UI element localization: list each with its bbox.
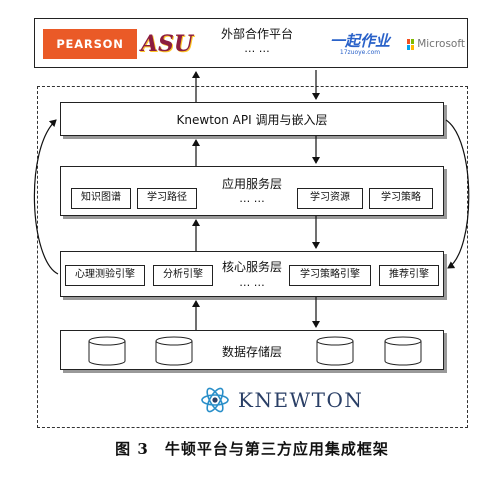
api-layer: Knewton API 调用与嵌入层	[60, 102, 444, 136]
asu-logo: ASU	[140, 31, 194, 57]
database-icon	[316, 336, 354, 366]
core-layer-ellipsis: … …	[239, 276, 265, 289]
data-storage-layer: 数据存储层	[60, 330, 444, 370]
module-strategy-engine: 学习策略引擎	[289, 265, 371, 286]
module-learning-path: 学习路径	[137, 188, 197, 209]
knewton-wordmark: KNEWTON	[238, 388, 364, 412]
core-service-layer: 核心服务层 … … 心理测验引擎 分析引擎 学习策略引擎 推荐引擎	[60, 251, 444, 297]
arrow-right-loop	[445, 119, 470, 269]
module-learning-resources: 学习资源	[297, 188, 363, 209]
pearson-logo: PEARSON	[43, 29, 137, 59]
database-icon	[88, 336, 126, 366]
17zuoye-logo: 一起作业 17zuoye.com	[329, 31, 390, 56]
partner-platforms-box: PEARSON ASU 外部合作平台 … … 一起作业 17zuoye.com …	[34, 18, 468, 68]
module-psychometric-engine: 心理测验引擎	[65, 265, 145, 286]
module-recommendation-engine: 推荐引擎	[379, 265, 439, 286]
module-knowledge-graph: 知识图谱	[71, 188, 131, 209]
api-layer-title: Knewton API 调用与嵌入层	[176, 113, 328, 127]
application-layer-title: 应用服务层	[221, 177, 282, 191]
arrow-left-loop	[33, 119, 59, 275]
database-icon	[155, 336, 193, 366]
application-service-layer: 应用服务层 … … 知识图谱 学习路径 学习资源 学习策略	[60, 166, 444, 216]
storage-layer-title: 数据存储层	[221, 345, 282, 359]
application-layer-ellipsis: … …	[239, 192, 265, 205]
module-analytics-engine: 分析引擎	[153, 265, 213, 286]
knewton-platform-boundary	[37, 86, 468, 428]
partner-platforms-title: 外部合作平台	[220, 27, 293, 41]
knewton-logo: KNEWTON	[200, 384, 380, 416]
figure-caption: 图 3 牛顿平台与第三方应用集成框架	[115, 440, 389, 458]
atom-icon	[201, 387, 229, 413]
module-learning-strategy: 学习策略	[369, 188, 433, 209]
microsoft-grid-icon	[407, 38, 415, 50]
microsoft-logo: Microsoft	[407, 29, 465, 59]
database-icons	[88, 336, 422, 366]
partner-platforms-ellipsis: … …	[244, 42, 270, 55]
core-layer-title: 核心服务层	[221, 260, 282, 274]
database-icon	[384, 336, 422, 366]
